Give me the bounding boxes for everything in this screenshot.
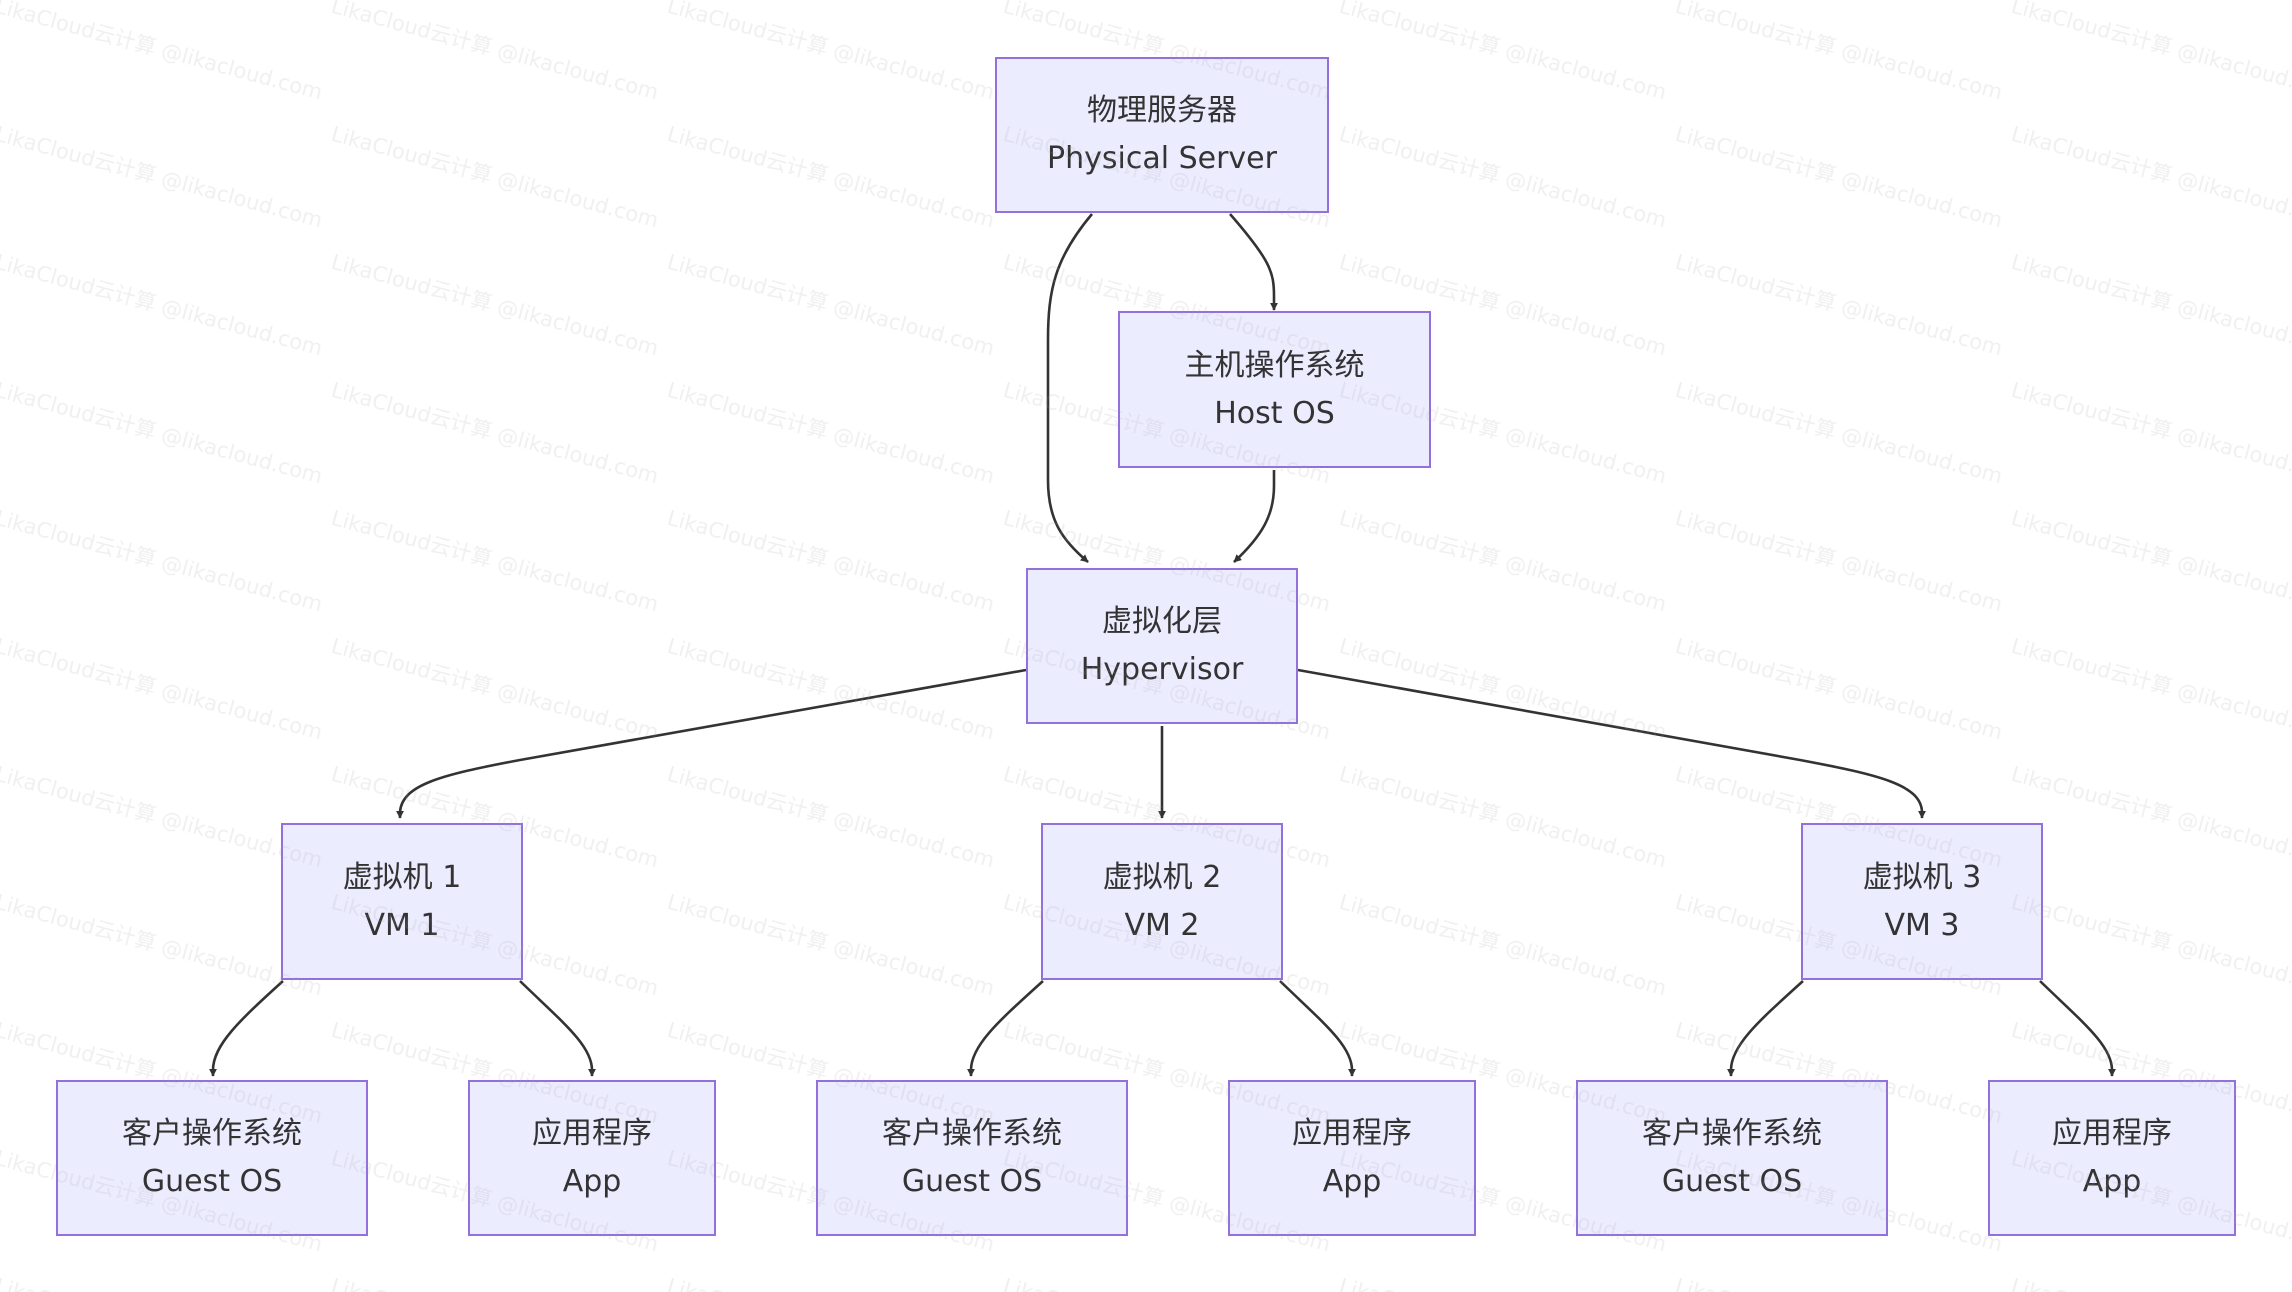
node-label-en: Guest OS	[141, 1164, 283, 1199]
edge-hypervisor-vm3	[1297, 668, 1926, 819]
node-app-1: 应用程序 App	[468, 1080, 716, 1236]
node-label-en: Guest OS	[1661, 1164, 1803, 1199]
node-label-zh: 应用程序	[532, 1116, 652, 1151]
edge-vm3-app3	[2039, 980, 2116, 1077]
edge-hostos-hypervisor	[1233, 470, 1276, 563]
node-hypervisor: 虚拟化层 Hypervisor	[1026, 568, 1298, 724]
node-host-os: 主机操作系统 Host OS	[1118, 311, 1431, 468]
edge-vm3-guest3	[1727, 980, 1804, 1077]
node-label-en: Host OS	[1214, 395, 1335, 431]
edge-vm2-guest2	[967, 980, 1044, 1077]
node-label-zh: 客户操作系统	[1642, 1116, 1822, 1151]
node-label-zh: 客户操作系统	[122, 1116, 302, 1151]
node-label-en: App	[1322, 1164, 1382, 1199]
edge-vm1-app1	[519, 980, 596, 1077]
node-label-en: App	[2082, 1164, 2142, 1199]
node-label-en: VM 1	[364, 907, 440, 943]
node-physical-server: 物理服务器 Physical Server	[995, 57, 1329, 213]
node-label-zh: 应用程序	[2052, 1116, 2172, 1151]
node-guest-os-2: 客户操作系统 Guest OS	[816, 1080, 1128, 1236]
node-label-zh: 虚拟机 3	[1862, 859, 1982, 895]
node-label-en: VM 2	[1124, 907, 1200, 943]
node-label-zh: 应用程序	[1292, 1116, 1412, 1151]
node-label-en: Hypervisor	[1080, 652, 1244, 687]
node-vm-3: 虚拟机 3 VM 3	[1801, 823, 2043, 980]
node-label-zh: 虚拟机 1	[342, 859, 462, 895]
node-label-zh: 虚拟机 2	[1102, 859, 1222, 895]
node-label-zh: 虚拟化层	[1102, 604, 1222, 639]
node-guest-os-1: 客户操作系统 Guest OS	[56, 1080, 368, 1236]
node-label-zh: 主机操作系统	[1184, 347, 1365, 383]
node-label-en: Physical Server	[1047, 141, 1277, 176]
node-label-zh: 客户操作系统	[882, 1116, 1062, 1151]
edge-physical-hypervisor	[1046, 213, 1093, 563]
node-label-en: App	[562, 1164, 622, 1199]
edge-vm1-guest1	[209, 980, 284, 1077]
node-guest-os-3: 客户操作系统 Guest OS	[1576, 1080, 1888, 1236]
node-label-en: VM 3	[1884, 907, 1960, 943]
node-app-2: 应用程序 App	[1228, 1080, 1476, 1236]
node-label-en: Guest OS	[901, 1164, 1043, 1199]
node-vm-1: 虚拟机 1 VM 1	[281, 823, 523, 980]
edge-physical-hostos	[1229, 213, 1278, 311]
node-label-zh: 物理服务器	[1087, 93, 1237, 128]
edge-vm2-app2	[1279, 980, 1356, 1077]
edge-hypervisor-vm1	[396, 668, 1027, 819]
node-app-3: 应用程序 App	[1988, 1080, 2236, 1236]
node-vm-2: 虚拟机 2 VM 2	[1041, 823, 1283, 980]
